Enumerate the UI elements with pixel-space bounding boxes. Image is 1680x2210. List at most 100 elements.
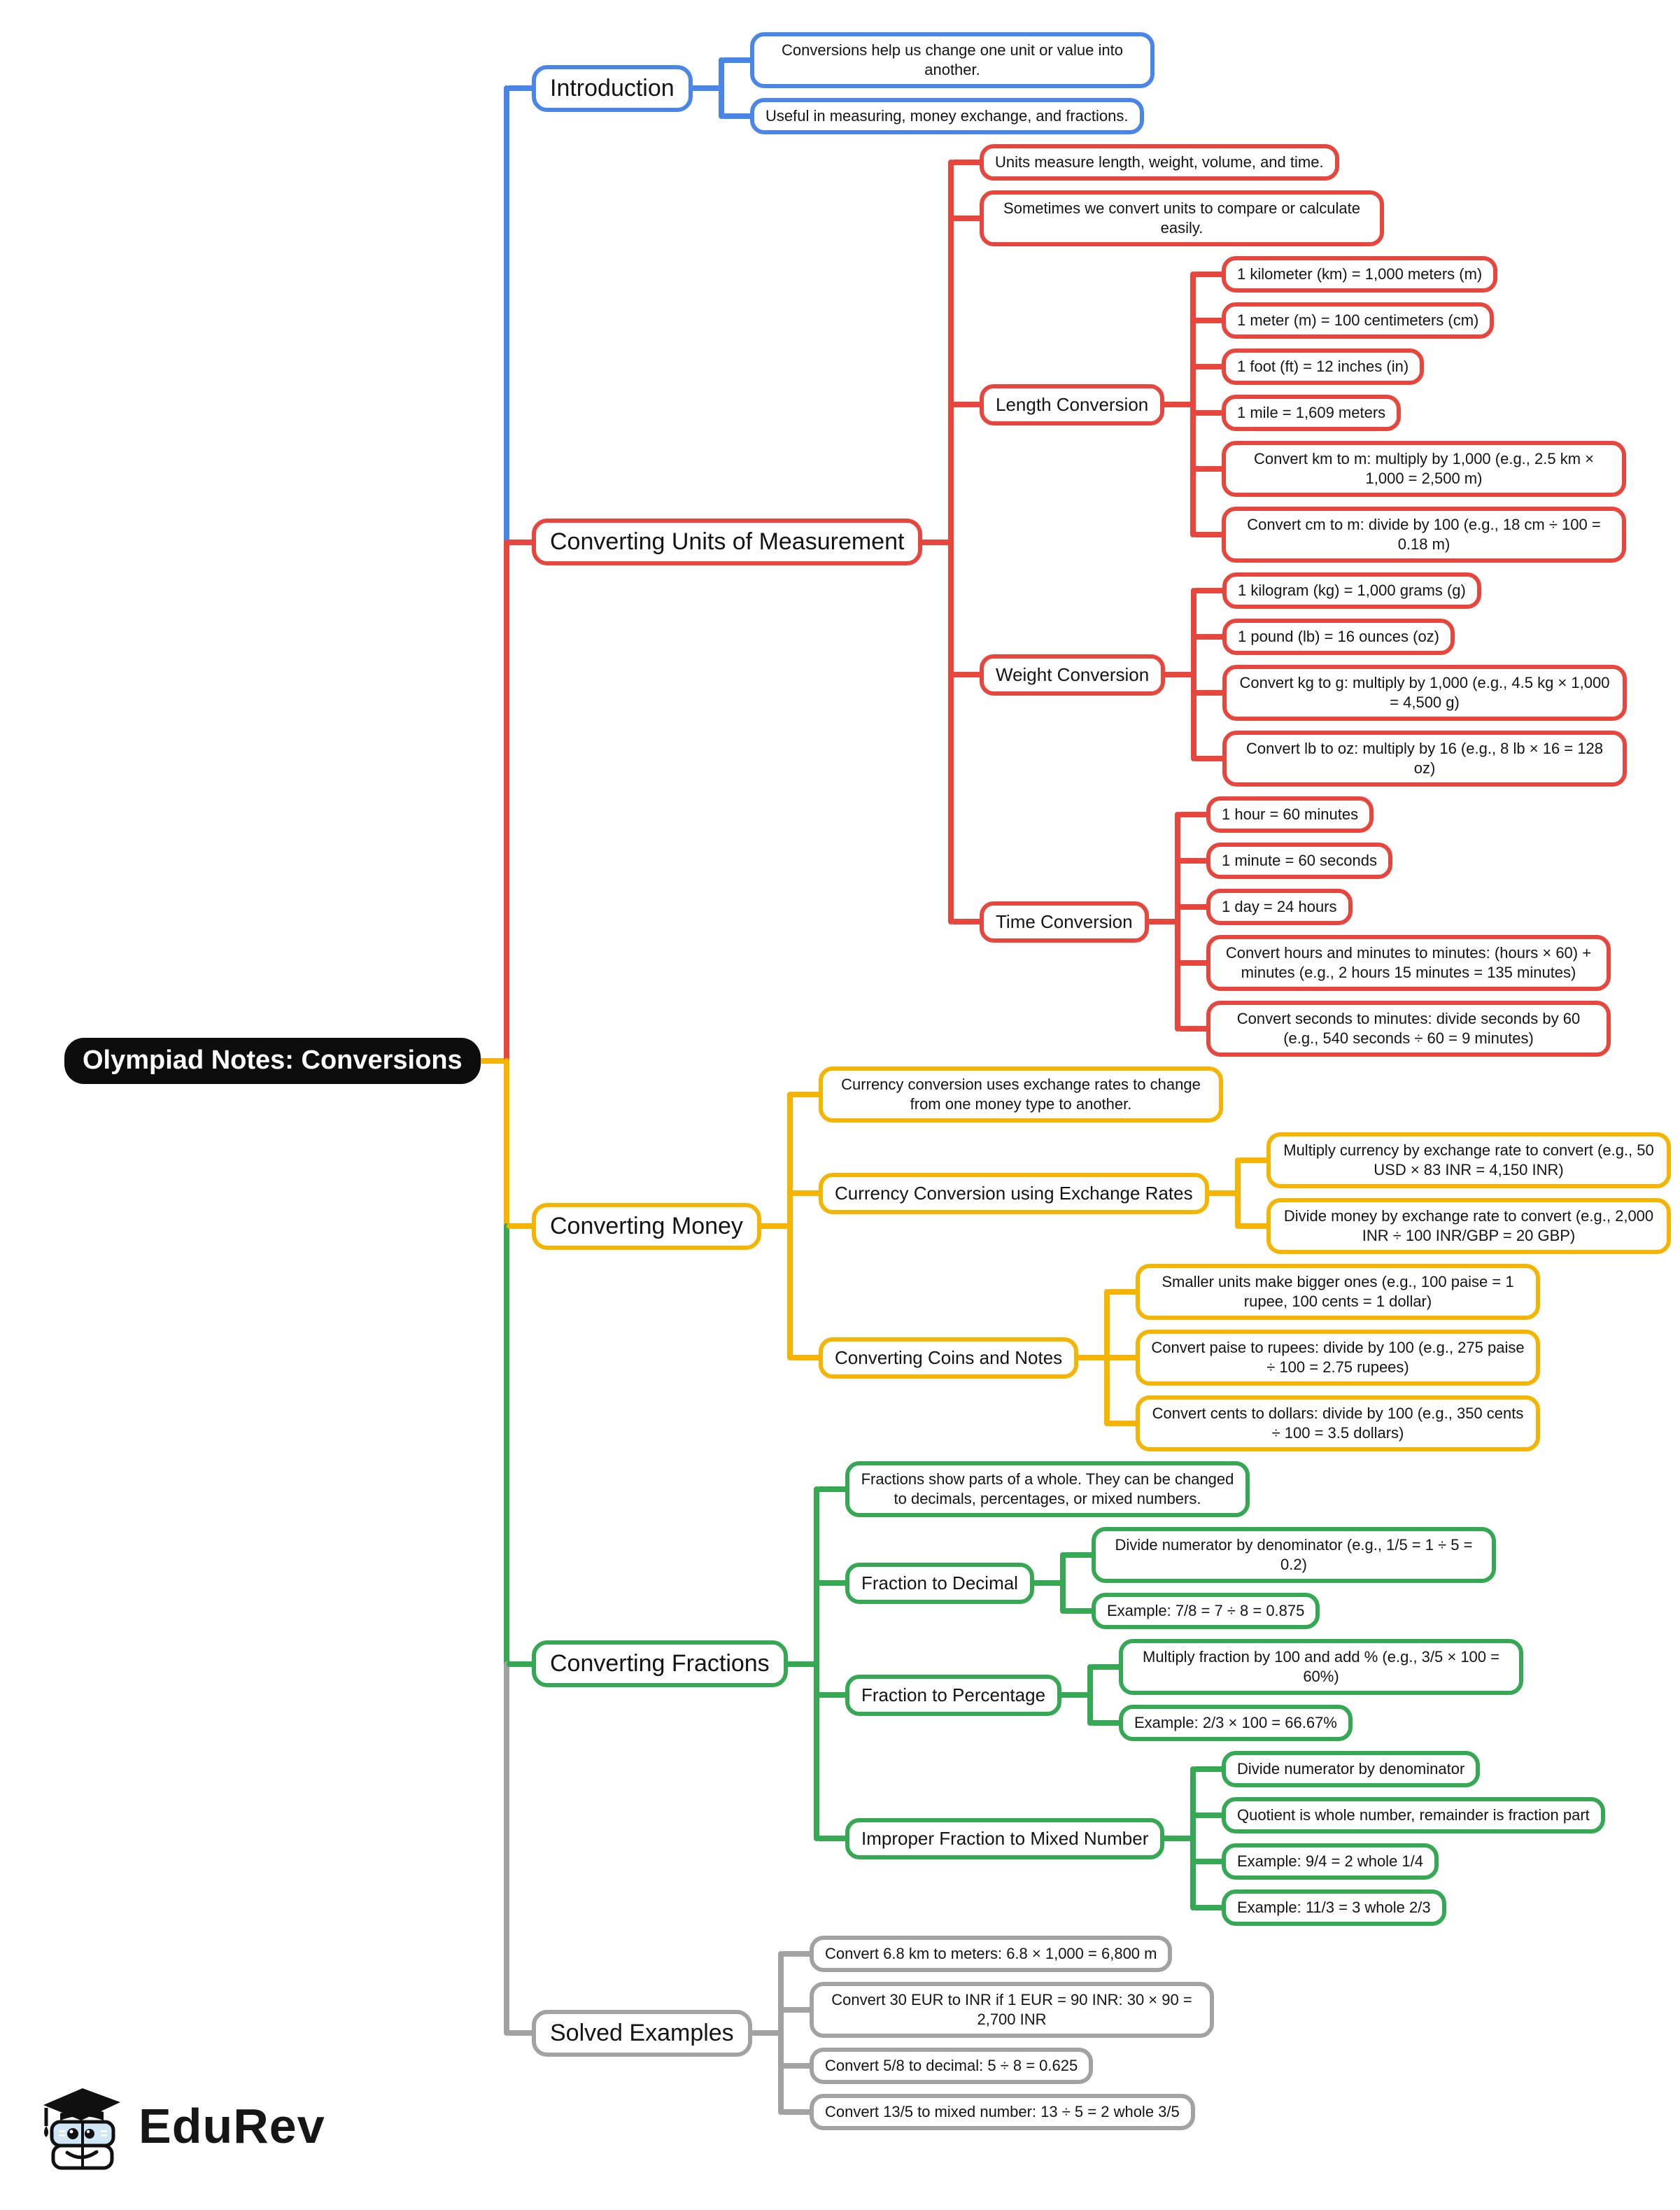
node-convert-kg-to-g-multiply-by-1-000-e-g-4-5-[interactable]: Convert kg to g: multiply by 1,000 (e.g.… [1222, 665, 1627, 721]
connector-line [1206, 1190, 1238, 1196]
connector-line [1178, 960, 1209, 966]
node-1-foot-ft-12-inches-in[interactable]: 1 foot (ft) = 12 inches (in) [1222, 349, 1425, 385]
node-1-minute-60-seconds[interactable]: 1 minute = 60 seconds [1206, 843, 1392, 879]
node-example-9-4-2-whole-1-4[interactable]: Example: 9/4 = 2 whole 1/4 [1222, 1843, 1439, 1880]
node-1-kilometer-km-1-000-meters-m[interactable]: 1 kilometer (km) = 1,000 meters (m) [1222, 256, 1498, 293]
node-quotient-is-whole-number-remainder-is-frac[interactable]: Quotient is whole number, remainder is f… [1222, 1797, 1605, 1834]
connector-line [1193, 1859, 1224, 1864]
connector-line [1194, 634, 1225, 640]
node-fraction-to-percentage[interactable]: Fraction to Percentage [845, 1675, 1062, 1716]
connector-line [503, 539, 509, 1064]
connector-line [1190, 272, 1196, 537]
node-useful-in-measuring-money-exchange-and-fra[interactable]: Useful in measuring, money exchange, and… [750, 98, 1144, 134]
connector-line [817, 1836, 848, 1841]
connector-line [1090, 1664, 1122, 1670]
node-1-meter-m-100-centimeters-cm[interactable]: 1 meter (m) = 100 centimeters (cm) [1222, 302, 1495, 339]
node-1-kilogram-kg-1-000-grams-g[interactable]: 1 kilogram (kg) = 1,000 grams (g) [1222, 572, 1481, 609]
node-introduction[interactable]: Introduction [532, 65, 693, 112]
node-converting-fractions[interactable]: Converting Fractions [532, 1640, 788, 1687]
node-converting-units-of-measurement[interactable]: Converting Units of Measurement [532, 519, 923, 565]
node-improper-fraction-to-mixed-number[interactable]: Improper Fraction to Mixed Number [845, 1818, 1165, 1859]
connector-line [503, 1057, 509, 1229]
connector-line [951, 160, 982, 165]
node-currency-conversion-using-exchange-rates[interactable]: Currency Conversion using Exchange Rates [819, 1173, 1209, 1214]
connector-line [1193, 364, 1224, 369]
node-convert-paise-to-rupees-divide-by-100-e-g-[interactable]: Convert paise to rupees: divide by 100 (… [1136, 1330, 1540, 1386]
node-fractions-show-parts-of-a-whole-they-can-b[interactable]: Fractions show parts of a whole. They ca… [845, 1461, 1250, 1517]
connector-line [1059, 1692, 1090, 1698]
node-convert-13-5-to-mixed-number-13-5-2-whole-[interactable]: Convert 13/5 to mixed number: 13 ÷ 5 = 2… [810, 2094, 1195, 2130]
connector-line [790, 1190, 821, 1196]
node-convert-km-to-m-multiply-by-1-000-e-g-2-5-[interactable]: Convert km to m: multiply by 1,000 (e.g.… [1222, 441, 1626, 497]
node-conversions-help-us-change-one-unit-or-val[interactable]: Conversions help us change one unit or v… [750, 32, 1155, 88]
connector-line [1193, 466, 1224, 472]
node-convert-cm-to-m-divide-by-100-e-g-18-cm-10[interactable]: Convert cm to m: divide by 100 (e.g., 18… [1222, 507, 1626, 563]
edurev-mascot-icon [36, 2077, 126, 2174]
connector-line [1162, 1836, 1193, 1841]
node-1-pound-lb-16-ounces-oz[interactable]: 1 pound (lb) = 16 ounces (oz) [1222, 619, 1455, 655]
connector-line [503, 85, 509, 545]
connector-line [1162, 402, 1193, 407]
connector-line [948, 160, 954, 924]
node-converting-money[interactable]: Converting Money [532, 1203, 761, 1250]
node-converting-coins-and-notes[interactable]: Converting Coins and Notes [819, 1337, 1079, 1379]
node-solved-examples[interactable]: Solved Examples [532, 2010, 752, 2057]
connector-line [758, 1223, 790, 1229]
node-convert-30-eur-to-inr-if-1-eur-90-inr-30-9[interactable]: Convert 30 EUR to INR if 1 EUR = 90 INR:… [810, 1982, 1214, 2038]
node-1-mile-1-609-meters[interactable]: 1 mile = 1,609 meters [1222, 395, 1402, 431]
node-1-hour-60-minutes[interactable]: 1 hour = 60 minutes [1206, 796, 1374, 833]
connector-line [1178, 812, 1209, 817]
connector-line [506, 539, 535, 545]
connector-line [951, 216, 982, 221]
node-convert-lb-to-oz-multiply-by-16-e-g-8-lb-1[interactable]: Convert lb to oz: multiply by 16 (e.g., … [1222, 731, 1627, 787]
node-convert-5-8-to-decimal-5-8-0-625[interactable]: Convert 5/8 to decimal: 5 ÷ 8 = 0.625 [810, 2048, 1094, 2084]
connector-line [1063, 1608, 1094, 1614]
connector-line [787, 1092, 793, 1360]
node-example-11-3-3-whole-2-3[interactable]: Example: 11/3 = 3 whole 2/3 [1222, 1889, 1446, 1926]
connector-line [951, 672, 982, 677]
node-divide-money-by-exchange-rate-to-convert-e[interactable]: Divide money by exchange rate to convert… [1266, 1198, 1671, 1254]
node-multiply-currency-by-exchange-rate-to-conv[interactable]: Multiply currency by exchange rate to co… [1266, 1132, 1671, 1188]
connector-line [1063, 1552, 1094, 1558]
node-fraction-to-decimal[interactable]: Fraction to Decimal [845, 1563, 1034, 1604]
connector-line [749, 2030, 781, 2036]
node-divide-numerator-by-denominator-e-g-1-5-1-[interactable]: Divide numerator by denominator (e.g., 1… [1092, 1527, 1496, 1583]
node-units-measure-length-weight-volume-and-tim[interactable]: Units measure length, weight, volume, an… [980, 144, 1339, 181]
connector-line [1087, 1664, 1093, 1726]
connector-line [721, 57, 753, 63]
connector-line [781, 1951, 812, 1957]
connector-line [690, 85, 721, 91]
node-convert-6-8-km-to-meters-6-8-1-000-6-800-m[interactable]: Convert 6.8 km to meters: 6.8 × 1,000 = … [810, 1936, 1173, 1972]
connector-line [1193, 1905, 1224, 1910]
connector-line [1193, 410, 1224, 416]
connector-line [1193, 272, 1224, 277]
connector-line [1190, 1766, 1196, 1910]
node-convert-hours-and-minutes-to-minutes-hours[interactable]: Convert hours and minutes to minutes: (h… [1206, 935, 1611, 991]
connector-line [1060, 1552, 1066, 1614]
node-example-2-3-100-66-67[interactable]: Example: 2/3 × 100 = 66.67% [1119, 1705, 1353, 1741]
node-weight-conversion[interactable]: Weight Conversion [980, 654, 1166, 696]
connector-line [1178, 1026, 1209, 1032]
node-example-7-8-7-8-0-875[interactable]: Example: 7/8 = 7 ÷ 8 = 0.875 [1092, 1593, 1320, 1629]
connector-line [781, 2109, 812, 2115]
node-length-conversion[interactable]: Length Conversion [980, 384, 1165, 425]
connector-line [1193, 1813, 1224, 1818]
node-1-day-24-hours[interactable]: 1 day = 24 hours [1206, 889, 1353, 925]
root-node-olympiad-notes-conversions[interactable]: Olympiad Notes: Conversions [64, 1038, 481, 1084]
connector-line [1194, 756, 1225, 761]
node-sometimes-we-convert-units-to-compare-or-c[interactable]: Sometimes we convert units to compare or… [980, 190, 1384, 246]
node-smaller-units-make-bigger-ones-e-g-100-pai[interactable]: Smaller units make bigger ones (e.g., 10… [1136, 1264, 1540, 1320]
connector-line [719, 57, 724, 119]
node-currency-conversion-uses-exchange-rates-to[interactable]: Currency conversion uses exchange rates … [819, 1067, 1223, 1122]
node-multiply-fraction-by-100-and-add-e-g-3-5-1[interactable]: Multiply fraction by 100 and add % (e.g.… [1119, 1639, 1523, 1695]
connector-line [503, 1661, 509, 2036]
node-convert-cents-to-dollars-divide-by-100-e-g[interactable]: Convert cents to dollars: divide by 100 … [1136, 1395, 1540, 1451]
node-divide-numerator-by-denominator[interactable]: Divide numerator by denominator [1222, 1751, 1481, 1787]
connector-line [790, 1355, 821, 1360]
connector-line [1090, 1720, 1122, 1726]
connector-line [1178, 904, 1209, 910]
connector-line [1107, 1421, 1138, 1426]
connector-line [1031, 1580, 1063, 1586]
node-time-conversion[interactable]: Time Conversion [980, 901, 1149, 943]
node-convert-seconds-to-minutes-divide-seconds-[interactable]: Convert seconds to minutes: divide secon… [1206, 1001, 1611, 1057]
